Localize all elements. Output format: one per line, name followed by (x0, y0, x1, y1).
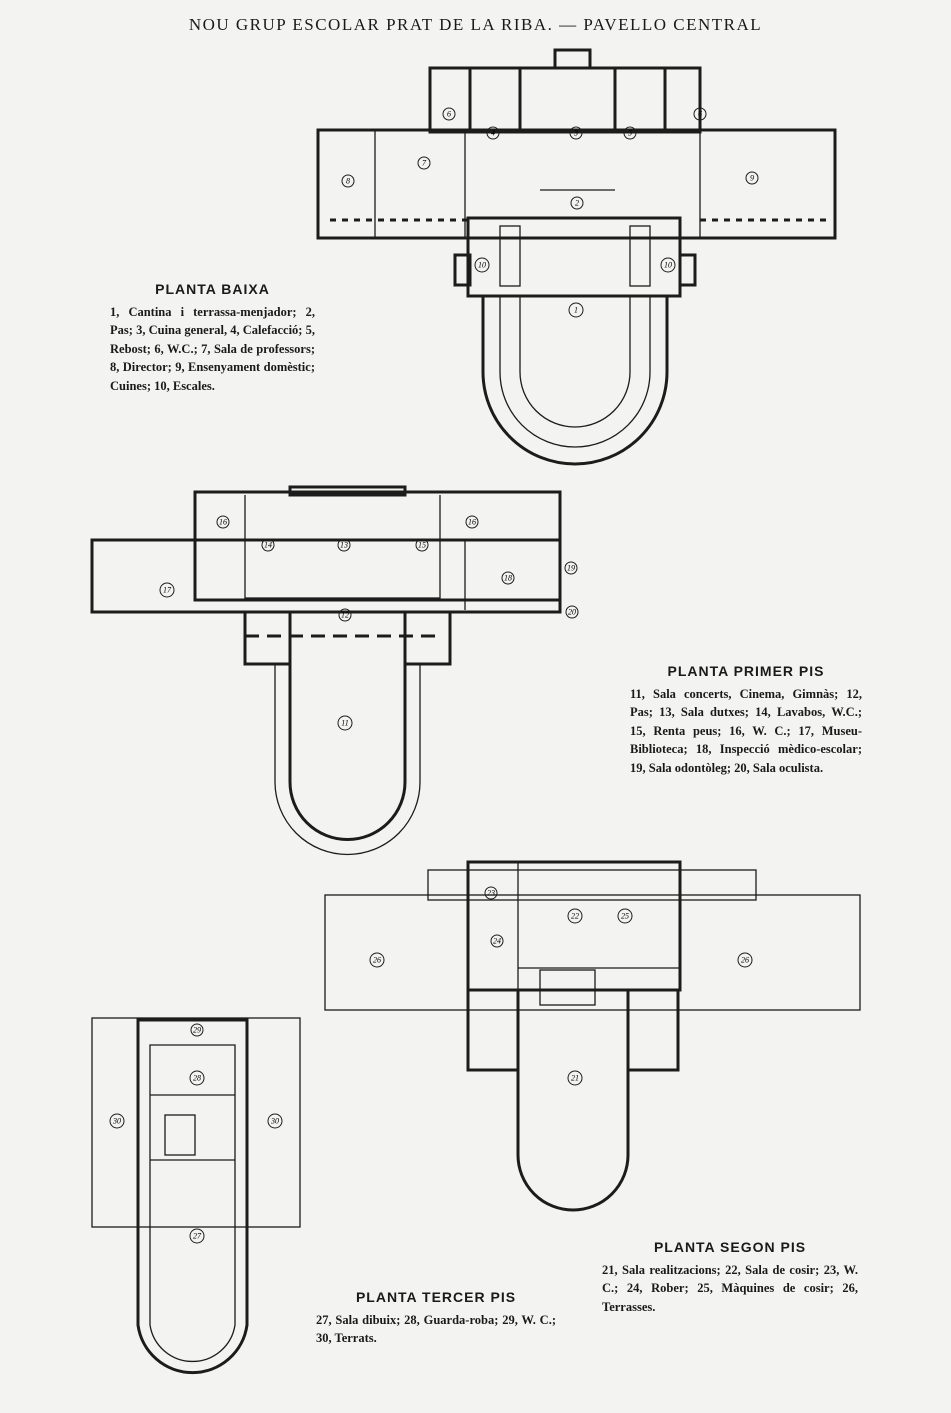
room-label: 22 (567, 908, 583, 924)
svg-text:20: 20 (568, 608, 576, 617)
room-label: 4 (486, 126, 500, 140)
room-label: 29 (190, 1023, 204, 1037)
room-label: 6 (442, 107, 456, 121)
room-label: 27 (189, 1228, 205, 1244)
room-label: 18 (501, 571, 515, 585)
svg-text:13: 13 (340, 541, 348, 550)
room-label: 9 (745, 171, 759, 185)
svg-text:2: 2 (575, 199, 579, 208)
svg-text:28: 28 (193, 1074, 201, 1083)
room-label: 26 (737, 952, 753, 968)
room-label: 16 (216, 515, 230, 529)
room-label: 14 (261, 538, 275, 552)
page-title: NOU GRUP ESCOLAR PRAT DE LA RIBA. — PAVE… (188, 15, 763, 34)
room-label: 15 (415, 538, 429, 552)
room-label: 26 (369, 952, 385, 968)
room-label: 21 (567, 1070, 583, 1086)
legend-text: 11, Sala concerts, Cinema, Gimnàs; 12, P… (630, 686, 862, 775)
room-label: 10 (660, 257, 676, 273)
svg-text:11: 11 (341, 719, 348, 728)
room-label: 2 (570, 196, 584, 210)
room-label: 8 (341, 174, 355, 188)
svg-text:29: 29 (193, 1026, 201, 1035)
heading-planta-tercer-pis: PLANTA TERCER PIS (355, 1289, 517, 1305)
room-label: 19 (564, 561, 578, 575)
room-label: 17 (159, 582, 175, 598)
heading-planta-primer-pis: PLANTA PRIMER PIS (667, 663, 825, 679)
svg-text:7: 7 (422, 159, 427, 168)
svg-text:1: 1 (574, 306, 578, 315)
room-labels-segon: 23 22 25 24 26 26 21 (369, 886, 753, 1086)
room-labels-baixa: 6 4 3 5 6 7 8 9 2 10 10 1 (341, 107, 759, 318)
legend-text: 1, Cantina i terrassa-menjador; 2, Pas; … (110, 304, 315, 393)
svg-text:26: 26 (373, 956, 381, 965)
room-label: 16 (465, 515, 479, 529)
room-label: 20 (565, 605, 579, 619)
svg-text:10: 10 (664, 261, 672, 270)
svg-text:9: 9 (750, 174, 754, 183)
room-labels-tercer: 29 28 30 30 27 (109, 1023, 283, 1244)
legend-text: 27, Sala dibuix; 28, Guarda-roba; 29, W.… (316, 1312, 556, 1346)
heading-planta-baixa: PLANTA BAIXA (155, 281, 270, 297)
room-label: 13 (337, 538, 351, 552)
svg-text:30: 30 (112, 1117, 121, 1126)
svg-text:12: 12 (341, 611, 349, 620)
svg-text:4: 4 (491, 129, 495, 138)
room-label: 11 (337, 715, 353, 731)
svg-text:5: 5 (628, 129, 632, 138)
svg-text:6: 6 (447, 110, 451, 119)
legend-planta-tercer-pis: PLANTA TERCER PIS 27, Sala dibuix; 28, G… (316, 1288, 556, 1348)
svg-text:8: 8 (346, 177, 350, 186)
svg-text:15: 15 (418, 541, 426, 550)
svg-text:16: 16 (219, 518, 227, 527)
svg-text:30: 30 (270, 1117, 279, 1126)
plan-planta-primer-pis (90, 485, 562, 856)
room-label: 1 (568, 302, 584, 318)
room-label: 25 (617, 908, 633, 924)
legend-planta-baixa: PLANTA BAIXA 1, Cantina i terrassa-menja… (110, 280, 315, 395)
legend-planta-primer-pis: PLANTA PRIMER PIS 11, Sala concerts, Cin… (630, 662, 862, 777)
room-label: 23 (484, 886, 498, 900)
room-labels-primer: 16 14 13 15 16 17 18 19 20 12 11 (159, 515, 579, 731)
plan-planta-segon-pis (324, 860, 861, 1212)
svg-text:18: 18 (504, 574, 512, 583)
legend-planta-segon-pis: PLANTA SEGON PIS 21, Sala realitzacions;… (602, 1238, 858, 1316)
svg-text:6: 6 (698, 110, 702, 119)
room-label: 10 (474, 257, 490, 273)
legend-text: 21, Sala realitzacions; 22, Sala de cosi… (602, 1262, 858, 1314)
room-label: 24 (490, 934, 504, 948)
svg-text:27: 27 (193, 1232, 202, 1241)
heading-planta-segon-pis: PLANTA SEGON PIS (653, 1239, 807, 1255)
svg-text:16: 16 (468, 518, 476, 527)
svg-text:26: 26 (741, 956, 749, 965)
room-label: 3 (569, 126, 583, 140)
plan-planta-tercer-pis (91, 1017, 301, 1375)
room-label: 5 (623, 126, 637, 140)
svg-text:14: 14 (264, 541, 272, 550)
svg-text:3: 3 (573, 129, 578, 138)
svg-text:25: 25 (621, 912, 629, 921)
room-label: 28 (189, 1070, 205, 1086)
room-label: 30 (267, 1113, 283, 1129)
plan-planta-baixa (316, 48, 837, 466)
room-label: 7 (417, 156, 431, 170)
svg-text:19: 19 (567, 564, 575, 573)
svg-text:23: 23 (487, 889, 495, 898)
svg-text:24: 24 (493, 937, 501, 946)
svg-text:17: 17 (163, 586, 172, 595)
svg-text:21: 21 (571, 1074, 579, 1083)
svg-text:10: 10 (478, 261, 486, 270)
svg-text:22: 22 (571, 912, 579, 921)
room-label: 12 (338, 608, 352, 622)
room-label: 30 (109, 1113, 125, 1129)
room-label: 6 (693, 107, 707, 121)
